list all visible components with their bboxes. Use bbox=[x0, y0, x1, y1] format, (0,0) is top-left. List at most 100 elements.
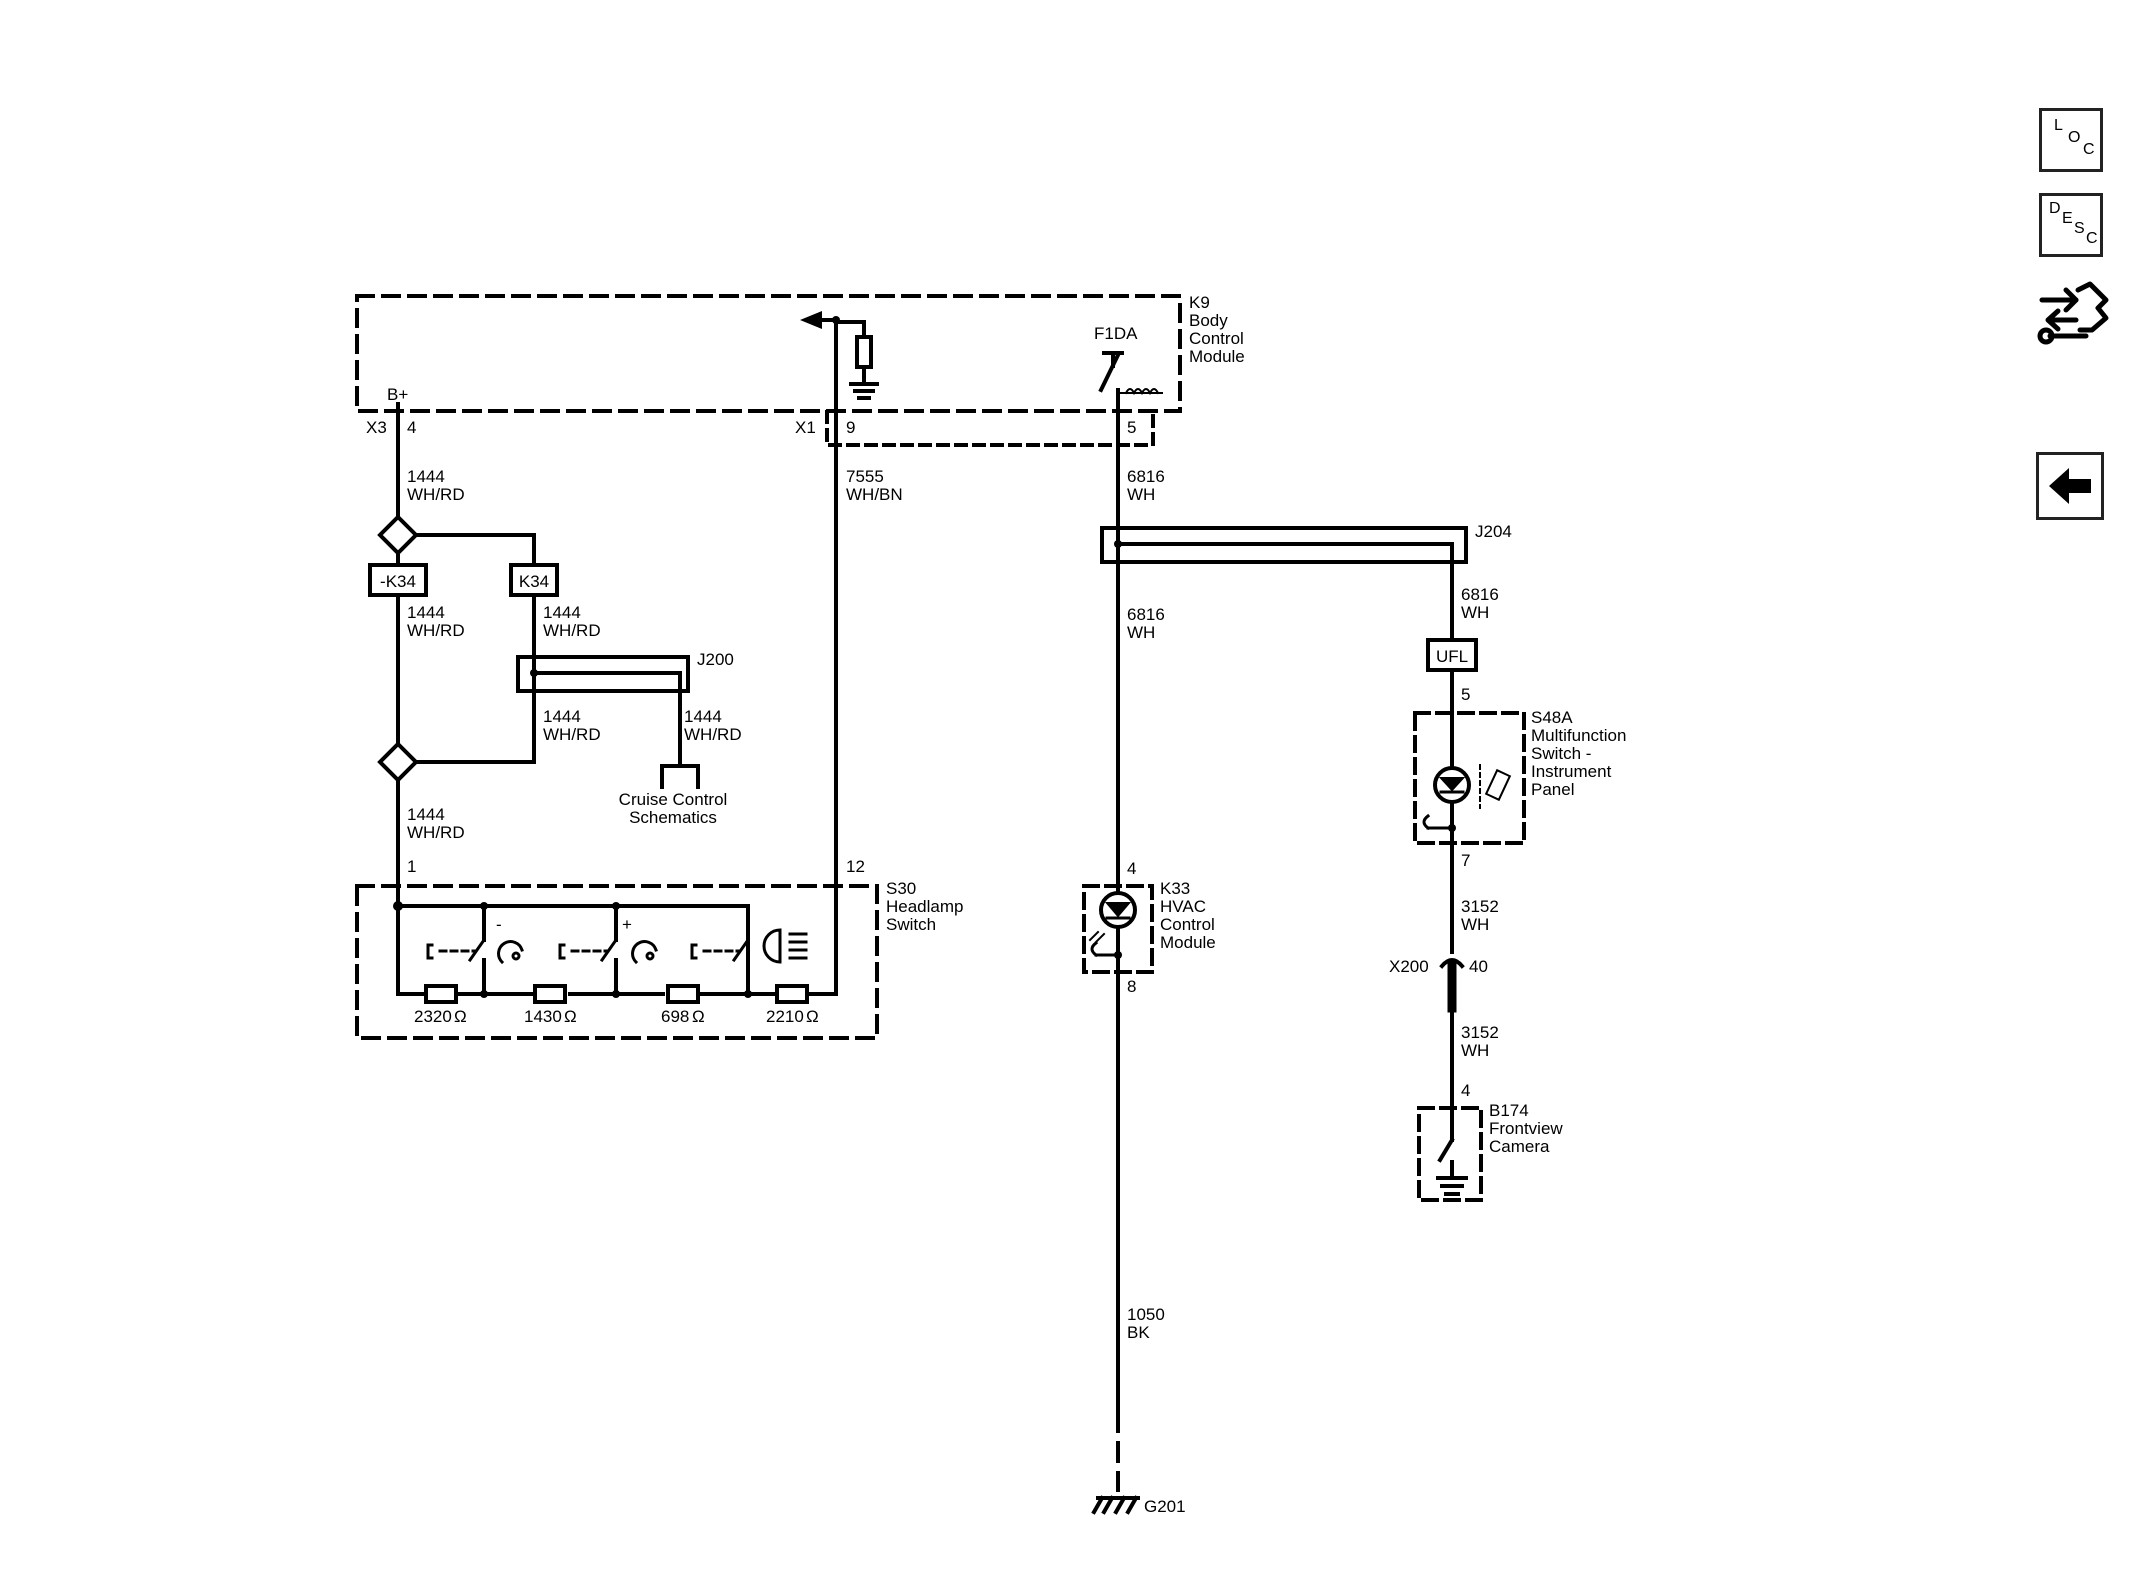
f1da-label: F1DA bbox=[1094, 324, 1138, 343]
resistor-2210 bbox=[775, 984, 809, 1004]
location-button[interactable]: L O C bbox=[2039, 108, 2103, 172]
svg-text:Module: Module bbox=[1160, 933, 1216, 952]
j200-splice-box bbox=[516, 655, 690, 693]
splice-top bbox=[377, 514, 419, 556]
svg-text:1444: 1444 bbox=[407, 603, 445, 622]
svg-text:WH: WH bbox=[1461, 1041, 1489, 1060]
bplus-label: B+ bbox=[387, 385, 408, 404]
svg-text:Multifunction: Multifunction bbox=[1531, 726, 1626, 745]
cruise-control-label: Cruise Control bbox=[619, 790, 728, 809]
x3-connector-label: X3 bbox=[366, 418, 387, 437]
x200-pin: 40 bbox=[1469, 957, 1488, 976]
svg-text:WH/RD: WH/RD bbox=[543, 621, 601, 640]
bcm-resistor bbox=[855, 335, 873, 369]
svg-text:Schematics: Schematics bbox=[629, 808, 717, 827]
svg-text:6816: 6816 bbox=[1461, 585, 1499, 604]
svg-text:Frontview: Frontview bbox=[1489, 1119, 1563, 1138]
svg-text:WH/RD: WH/RD bbox=[407, 621, 465, 640]
svg-text:Body: Body bbox=[1189, 311, 1228, 330]
g201-label: G201 bbox=[1144, 1497, 1186, 1516]
svg-text:3152: 3152 bbox=[1461, 897, 1499, 916]
j204-bar bbox=[1116, 542, 1454, 564]
option-neg-k34-box bbox=[368, 563, 428, 597]
svg-text:6816: 6816 bbox=[1127, 467, 1165, 486]
loc-letter-l: L bbox=[2054, 117, 2063, 134]
svg-text:BK: BK bbox=[1127, 1323, 1150, 1342]
description-button[interactable]: D E S C bbox=[2039, 193, 2103, 257]
svg-text:1444: 1444 bbox=[543, 603, 581, 622]
dimmer-icon-minus bbox=[497, 940, 524, 965]
svg-text:1444: 1444 bbox=[543, 707, 581, 726]
svg-text:Ω: Ω bbox=[806, 1007, 819, 1026]
svg-text:Panel: Panel bbox=[1531, 780, 1574, 799]
svg-text:Ω: Ω bbox=[564, 1007, 577, 1026]
s30-pin1: 1 bbox=[407, 857, 416, 876]
resistor-698-label: 698 bbox=[661, 1007, 689, 1026]
dimmer-icon-plus bbox=[631, 940, 658, 965]
k33-module-box bbox=[1082, 884, 1154, 974]
wire-label: 1444 bbox=[407, 467, 445, 486]
svg-text:WH/RD: WH/RD bbox=[543, 725, 601, 744]
b174-module-box bbox=[1417, 1106, 1483, 1202]
resistor-2320 bbox=[424, 984, 458, 1004]
option-neg-k34-label: -K34 bbox=[380, 572, 416, 591]
s30-pin12: 12 bbox=[846, 857, 865, 876]
x200-connector bbox=[1439, 958, 1465, 969]
svg-text:WH: WH bbox=[1127, 623, 1155, 642]
k9-module-box bbox=[355, 294, 1182, 413]
s30-module-box bbox=[355, 884, 879, 1040]
svg-text:1444: 1444 bbox=[407, 805, 445, 824]
desc-letter-s: S bbox=[2074, 220, 2085, 237]
svg-text:Control: Control bbox=[1160, 915, 1215, 934]
svg-text:Switch -: Switch - bbox=[1531, 744, 1591, 763]
j200-label: J200 bbox=[697, 650, 734, 669]
resistor-2210-label: 2210 bbox=[766, 1007, 804, 1026]
s48a-module-box bbox=[1413, 711, 1526, 845]
f1da-switch-blade bbox=[1098, 352, 1121, 393]
svg-text:1050: 1050 bbox=[1127, 1305, 1165, 1324]
svg-text:Instrument: Instrument bbox=[1531, 762, 1612, 781]
b174-switch bbox=[1437, 1137, 1455, 1163]
svg-text:3152: 3152 bbox=[1461, 1023, 1499, 1042]
desc-letter-c: C bbox=[2086, 230, 2098, 247]
svg-text:Camera: Camera bbox=[1489, 1137, 1550, 1156]
svg-text:WH: WH bbox=[1461, 603, 1489, 622]
connector-tool-button[interactable] bbox=[2036, 278, 2112, 354]
resistor-2320-label: 2320 bbox=[414, 1007, 452, 1026]
b174-pin4: 4 bbox=[1461, 1081, 1470, 1100]
svg-text:WH/RD: WH/RD bbox=[407, 823, 465, 842]
s30-switch-3 bbox=[690, 943, 698, 960]
svg-text:6816: 6816 bbox=[1127, 605, 1165, 624]
svg-text:Ω: Ω bbox=[454, 1007, 467, 1026]
j204-label: J204 bbox=[1475, 522, 1512, 541]
k33-pin4: 4 bbox=[1127, 859, 1136, 878]
arrows-wrench-icon bbox=[2037, 281, 2109, 345]
option-ufl-label: UFL bbox=[1436, 647, 1468, 666]
option-k34-label: K34 bbox=[519, 572, 549, 591]
camera-symbol bbox=[1484, 768, 1512, 802]
s48a-label: S48A bbox=[1531, 708, 1573, 727]
splice-bottom bbox=[377, 741, 419, 783]
arrow-left-icon bbox=[2049, 468, 2091, 504]
x1-pin-label: 9 bbox=[846, 418, 855, 437]
desc-letter-e: E bbox=[2062, 210, 2073, 227]
cruise-connector bbox=[660, 764, 700, 789]
bcm-output-arrow bbox=[800, 311, 822, 329]
svg-text:WH: WH bbox=[1127, 485, 1155, 504]
svg-text:Module: Module bbox=[1189, 347, 1245, 366]
svg-text:WH/RD: WH/RD bbox=[684, 725, 742, 744]
s30-switch-1 bbox=[426, 943, 434, 960]
option-k34-box bbox=[509, 563, 559, 597]
svg-text:WH: WH bbox=[1461, 915, 1489, 934]
dimmer-plus-sign: + bbox=[622, 915, 632, 934]
back-button[interactable] bbox=[2036, 452, 2104, 520]
desc-letter-d: D bbox=[2049, 200, 2061, 217]
svg-text:Ω: Ω bbox=[692, 1007, 705, 1026]
pullup-lead bbox=[834, 320, 866, 339]
s48a-pin5: 5 bbox=[1461, 685, 1470, 704]
headlamp-icon bbox=[762, 928, 782, 964]
k9-label: K9 bbox=[1189, 293, 1210, 312]
x200-label: X200 bbox=[1389, 957, 1429, 976]
svg-text:WH/BN: WH/BN bbox=[846, 485, 903, 504]
